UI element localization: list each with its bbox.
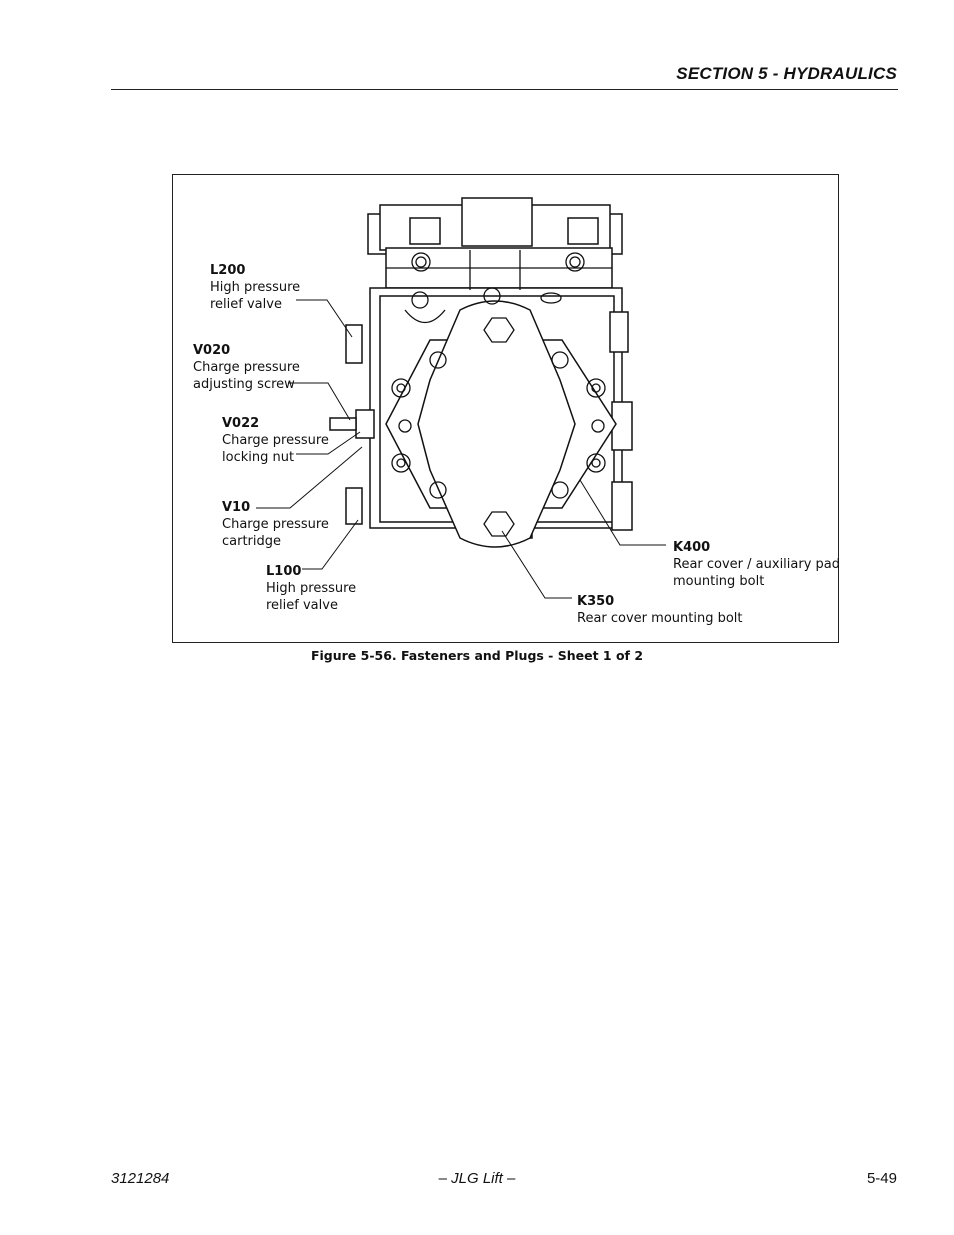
callout-code: K350 — [577, 594, 615, 609]
doc-number: 3121284 — [111, 1170, 170, 1187]
callout-code: L200 — [210, 263, 246, 278]
callout-l200: L200 High pressure relief valve — [210, 262, 300, 313]
callout-code: V10 — [222, 500, 251, 515]
callout-code: L100 — [266, 564, 302, 579]
header-rule — [111, 89, 898, 90]
section-title: SECTION 5 - HYDRAULICS — [676, 64, 897, 83]
callout-desc: Charge pressure locking nut — [222, 433, 329, 465]
page-number: 5-49 — [866, 1170, 897, 1187]
callout-desc: Charge pressure adjusting screw — [193, 360, 300, 392]
callout-v020: V020 Charge pressure adjusting screw — [193, 342, 300, 393]
callout-desc: Rear cover mounting bolt — [577, 611, 743, 626]
callout-k400: K400 Rear cover / auxiliary pad mounting… — [673, 539, 840, 590]
callout-desc: Charge pressure cartridge — [222, 517, 329, 549]
figure-caption: Figure 5-56. Fasteners and Plugs - Sheet… — [310, 648, 644, 663]
publisher: – JLG Lift – — [438, 1170, 516, 1187]
callout-code: V022 — [222, 416, 260, 431]
callout-k350: K350 Rear cover mounting bolt — [577, 593, 743, 627]
callout-l100: L100 High pressure relief valve — [266, 563, 356, 614]
callout-v022: V022 Charge pressure locking nut — [222, 415, 329, 466]
callout-code: V020 — [193, 343, 231, 358]
figure-frame — [172, 174, 839, 643]
callout-desc: Rear cover / auxiliary pad mounting bolt — [673, 557, 841, 589]
callout-v10: V10 Charge pressure cartridge — [222, 499, 329, 550]
callout-code: K400 — [673, 540, 711, 555]
callout-desc: High pressure relief valve — [210, 280, 301, 312]
callout-desc: High pressure relief valve — [266, 581, 357, 613]
